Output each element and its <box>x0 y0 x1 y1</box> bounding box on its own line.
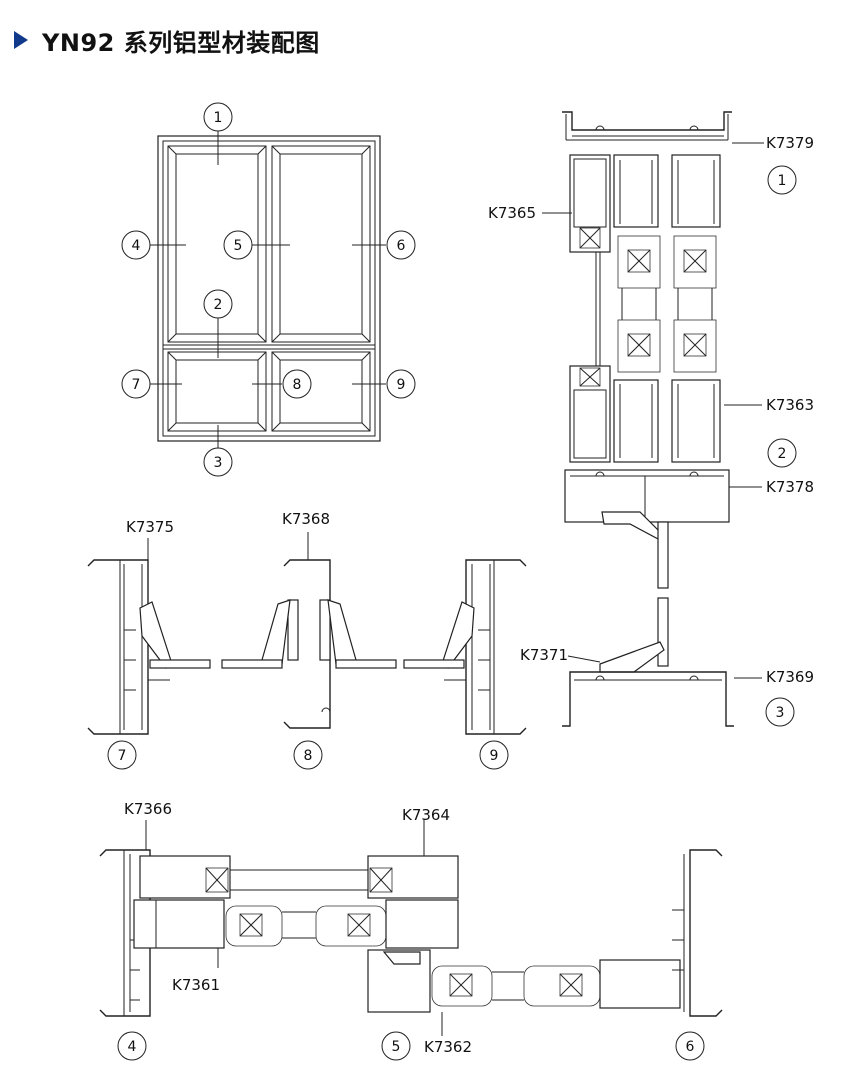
label-k7371: K7371 <box>520 646 568 664</box>
callout-3-bottom: 3 <box>203 447 233 477</box>
vertical-section <box>542 111 764 727</box>
callout-5-center: 5 <box>223 230 253 260</box>
callout-1-section: 1 <box>767 165 797 195</box>
svg-text:4: 4 <box>128 1039 137 1055</box>
callout-4-left: 4 <box>121 230 151 260</box>
svg-text:3: 3 <box>776 705 785 721</box>
callout-6-right: 6 <box>386 230 416 260</box>
callout-6-section: 6 <box>675 1031 705 1061</box>
label-k7364: K7364 <box>402 806 450 824</box>
svg-text:9: 9 <box>397 377 406 393</box>
window-elevation <box>150 130 386 448</box>
callout-2-section: 2 <box>767 438 797 468</box>
callout-1-top: 1 <box>203 102 233 132</box>
svg-text:8: 8 <box>304 748 313 764</box>
callout-9-section: 9 <box>479 740 509 770</box>
svg-text:1: 1 <box>214 110 223 126</box>
callout-7-section: 7 <box>107 740 137 770</box>
svg-text:2: 2 <box>214 297 223 313</box>
label-k7366: K7366 <box>124 800 172 818</box>
label-k7361: K7361 <box>172 976 220 994</box>
page-title: YN92 系列铝型材装配图 <box>42 28 320 57</box>
svg-text:7: 7 <box>118 748 127 764</box>
callout-4-section: 4 <box>117 1031 147 1061</box>
svg-text:7: 7 <box>132 377 141 393</box>
label-k7378: K7378 <box>766 478 814 496</box>
triangle-bullet-icon <box>14 31 28 49</box>
svg-text:9: 9 <box>490 748 499 764</box>
horizontal-section-row <box>87 532 527 735</box>
svg-text:2: 2 <box>778 446 787 462</box>
svg-text:5: 5 <box>234 238 243 254</box>
label-k7368: K7368 <box>282 510 330 528</box>
callout-7-left: 7 <box>121 369 151 399</box>
svg-text:6: 6 <box>686 1039 695 1055</box>
callout-8-section: 8 <box>293 740 323 770</box>
label-k7375: K7375 <box>126 518 174 536</box>
svg-text:5: 5 <box>392 1039 401 1055</box>
callout-5-section: 5 <box>381 1031 411 1061</box>
label-k7362: K7362 <box>424 1038 472 1056</box>
svg-text:6: 6 <box>397 238 406 254</box>
bottom-section-row <box>99 820 723 1036</box>
callout-3-section: 3 <box>765 697 795 727</box>
label-k7365: K7365 <box>488 204 536 222</box>
callout-2-transom: 2 <box>203 289 233 319</box>
svg-text:8: 8 <box>293 377 302 393</box>
svg-text:1: 1 <box>778 173 787 189</box>
label-k7363: K7363 <box>766 396 814 414</box>
page-header: YN92 系列铝型材装配图 <box>14 20 320 60</box>
svg-text:3: 3 <box>214 455 223 471</box>
label-k7379: K7379 <box>766 134 814 152</box>
callout-9-right: 9 <box>386 369 416 399</box>
label-k7369: K7369 <box>766 668 814 686</box>
svg-text:4: 4 <box>132 238 141 254</box>
callout-8-center: 8 <box>282 369 312 399</box>
